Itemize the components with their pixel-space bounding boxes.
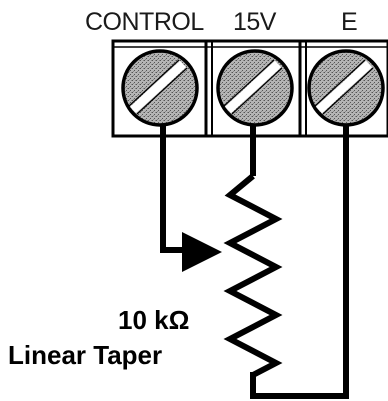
screw-slot: [129, 60, 187, 114]
potentiometer-taper-label: Linear Taper: [8, 340, 163, 370]
e-terminal-screw: [307, 49, 385, 127]
control-terminal-label: CONTROL: [85, 8, 204, 36]
screw-slot: [224, 60, 282, 114]
v15-terminal-label: 15V: [233, 8, 276, 36]
control-terminal-screw: [121, 49, 199, 127]
control-wire: [160, 125, 190, 253]
e-wire: [250, 125, 349, 399]
v15-terminal-screw: [216, 49, 294, 127]
potentiometer-value-label: 10 kΩ: [118, 305, 190, 335]
e-terminal-label: E: [341, 8, 358, 36]
screw-slot: [315, 60, 373, 114]
resistor-zigzag: [223, 173, 283, 378]
wiper-arrow: [182, 232, 222, 272]
